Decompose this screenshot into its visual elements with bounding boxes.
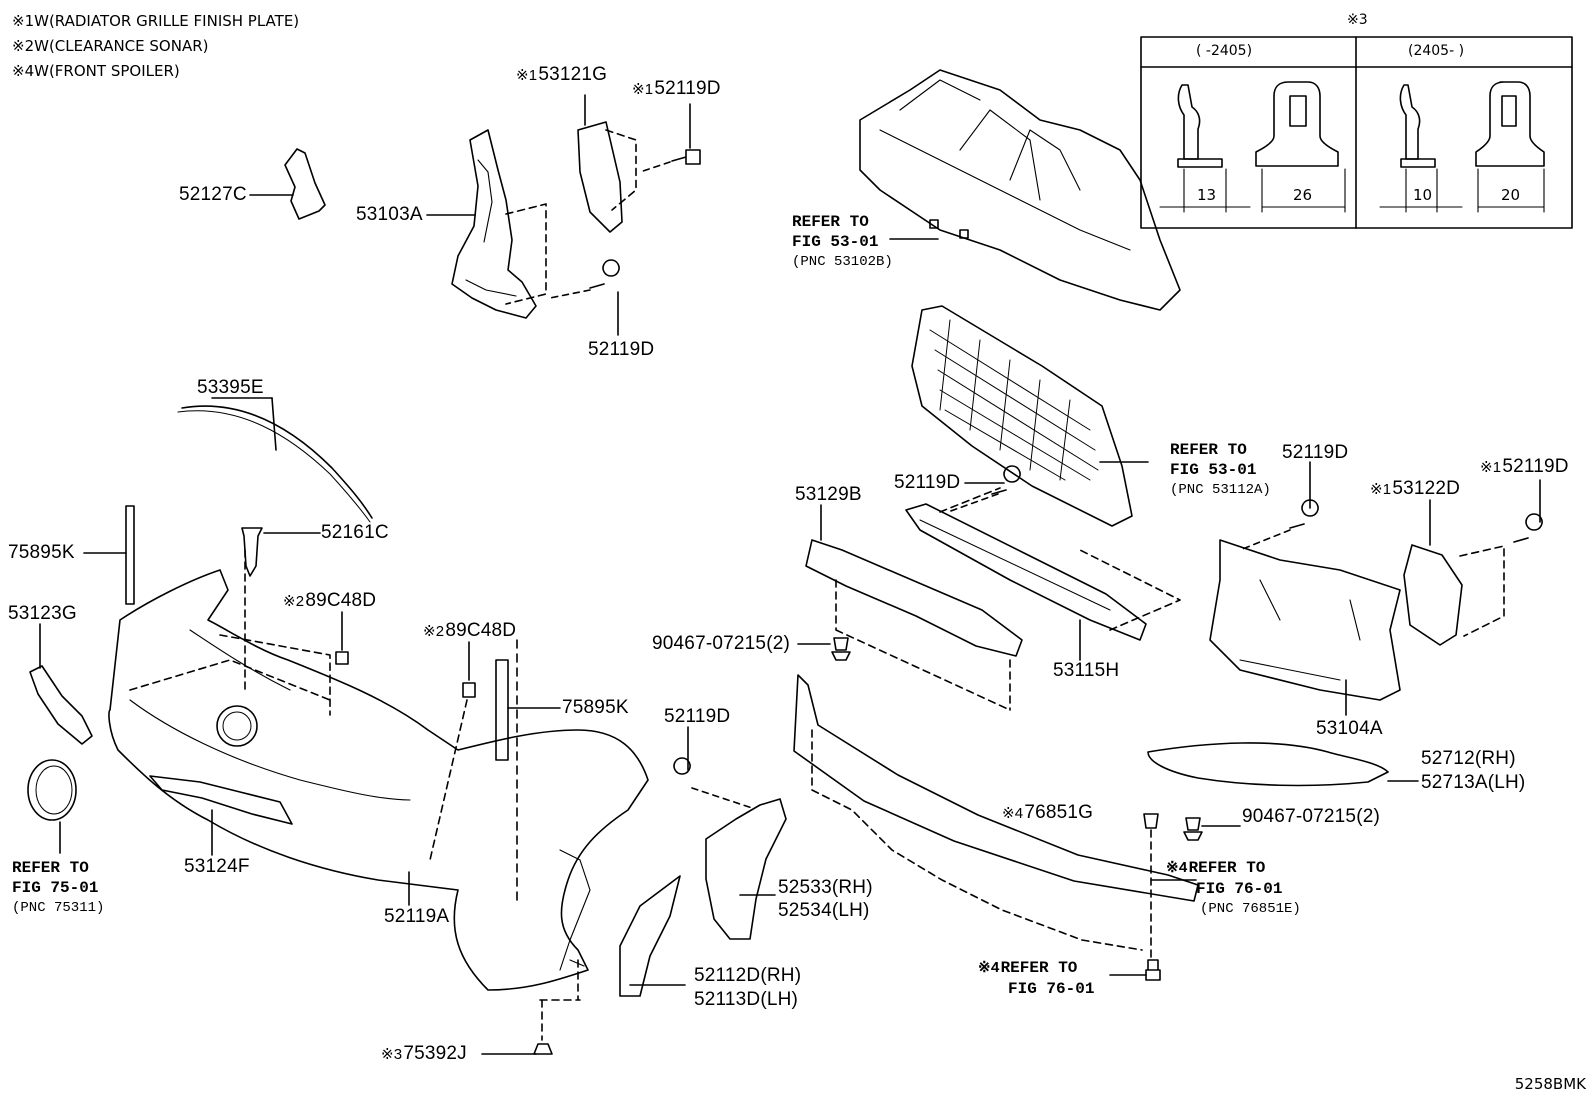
label-53129b: 53129B — [795, 484, 862, 505]
bolt-52119d-b — [589, 259, 620, 289]
label-52119d-e: 52119D — [1282, 442, 1349, 463]
label-52119d-d: 52119D — [894, 472, 961, 493]
note-1: ※1W(RADIATOR GRILLE FINISH PLATE) — [12, 12, 300, 30]
tape-75895k-right — [495, 659, 509, 761]
note-2: ※2W(CLEARANCE SONAR) — [12, 37, 209, 55]
label-52127c: 52127C — [179, 184, 247, 205]
label-89c48d-a: ※289C48D — [283, 590, 377, 611]
bolt-52119d-e — [1289, 499, 1319, 529]
sensor-89c48d-a — [335, 651, 349, 665]
bumper-cover-52119a — [108, 569, 649, 991]
dim-13: 13 — [1197, 186, 1217, 204]
label-52161c: 52161C — [321, 522, 389, 543]
bracket-52127c — [284, 148, 326, 220]
label-90467-a: 90467-07215(2) — [652, 633, 791, 654]
inset-title: ※3 — [1347, 12, 1368, 28]
front-spoiler-lip — [793, 674, 1199, 902]
label-89c48d-b: ※289C48D — [423, 620, 517, 641]
radiator-support-53102b — [859, 69, 1181, 311]
label-52712: 52712(RH) — [1421, 748, 1516, 769]
bracket-53123g — [29, 665, 93, 745]
clip-90467-b — [1183, 817, 1203, 841]
label-52534: 52534(LH) — [778, 900, 870, 921]
ref-7601: ※4REFER TO FIG 76-01 — [978, 959, 1095, 998]
grille-53124f — [149, 775, 293, 825]
label-75392j: ※375392J — [381, 1043, 467, 1064]
tape-75895k-left — [125, 505, 135, 605]
clip-90467-a — [831, 637, 851, 661]
label-52119d-f: ※152119D — [1480, 456, 1569, 477]
label-52113d: 52113D(LH) — [694, 989, 799, 1010]
label-75895k-left: 75895K — [8, 542, 75, 563]
clip-76851g — [1143, 813, 1159, 829]
bolt-52119d-top — [671, 149, 701, 165]
label-52119a: 52119A — [384, 906, 450, 927]
clip-75392j — [533, 1043, 553, 1055]
ref-76851e: ※4REFER TO FIG 76-01 (PNC 76851E) — [1166, 859, 1301, 917]
label-53121g: ※153121G — [516, 64, 608, 85]
grille-53112a — [911, 305, 1133, 527]
label-90467-b: 90467-07215(2) — [1242, 806, 1381, 827]
label-52119d-c: 52119D — [664, 706, 731, 727]
reinforcement-53115h — [905, 503, 1147, 641]
bracket-53104a — [1209, 539, 1401, 701]
label-53103a: 53103A — [356, 204, 423, 225]
label-52119d-b: 52119D — [588, 339, 655, 360]
note-4: ※4W(FRONT SPOILER) — [12, 62, 180, 80]
bolt-ref-7601 — [1145, 959, 1161, 981]
diagram-code: 5258BMK — [1514, 1075, 1586, 1093]
retainer-53103a — [451, 129, 537, 319]
garnish-53129b — [805, 539, 1023, 657]
label-53124f: 53124F — [184, 856, 250, 877]
bolt-52119d-d — [991, 465, 1021, 495]
clip-size-table — [1140, 36, 1573, 229]
clip-52161c — [241, 527, 263, 577]
bolt-52119d-f — [1513, 513, 1543, 543]
plate-53122d — [1403, 544, 1463, 646]
label-53395e: 53395E — [197, 377, 264, 398]
label-75895k-right: 75895K — [562, 697, 629, 718]
label-53123g: 53123G — [8, 603, 77, 624]
label-52112d: 52112D(RH) — [694, 965, 802, 986]
liner-52112d — [619, 875, 681, 997]
dim-26: 26 — [1293, 186, 1313, 204]
emblem-75311 — [27, 759, 77, 854]
label-52533: 52533(RH) — [778, 877, 873, 898]
molding-52712 — [1147, 742, 1389, 787]
inset-col-right: (2405- ) — [1408, 43, 1465, 59]
label-53122d: ※153122D — [1370, 478, 1461, 499]
inset-col-left: ( -2405) — [1196, 43, 1253, 59]
plate-53121g — [577, 121, 623, 233]
dim-20: 20 — [1501, 186, 1521, 204]
retainer-52533 — [705, 798, 787, 940]
label-76851g: ※476851G — [1002, 802, 1094, 823]
label-53115h: 53115H — [1053, 660, 1120, 681]
label-52713a: 52713A(LH) — [1421, 772, 1526, 793]
molding-53395e — [181, 405, 373, 519]
label-52119d-top: ※152119D — [632, 78, 721, 99]
label-53104a: 53104A — [1316, 718, 1383, 739]
bolt-52119d-c — [673, 757, 691, 775]
dim-10: 10 — [1413, 186, 1433, 204]
sensor-89c48d-b — [462, 682, 476, 698]
